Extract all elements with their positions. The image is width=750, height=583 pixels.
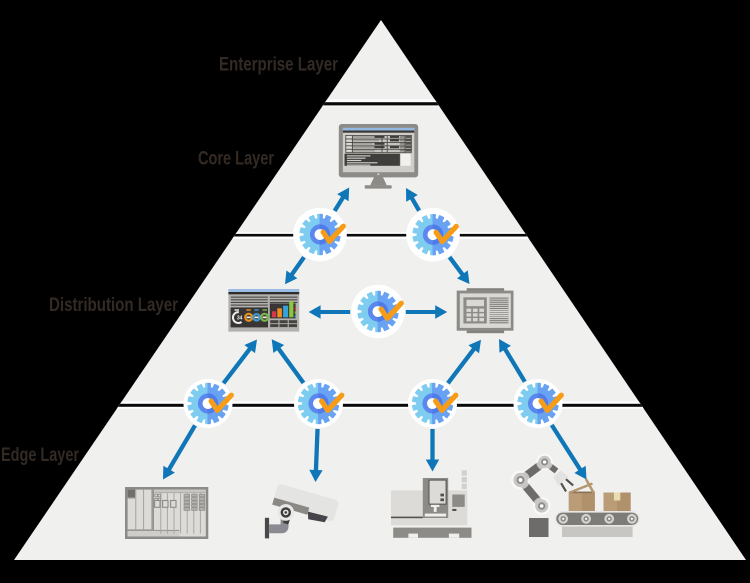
svg-text:Enterprise Layer: Enterprise Layer	[219, 55, 338, 76]
svg-text:34: 34	[237, 315, 243, 321]
svg-text:Core Layer: Core Layer	[198, 148, 274, 169]
svg-text:Distribution Layer: Distribution Layer	[49, 295, 178, 316]
svg-text:Edge Layer: Edge Layer	[1, 445, 79, 466]
